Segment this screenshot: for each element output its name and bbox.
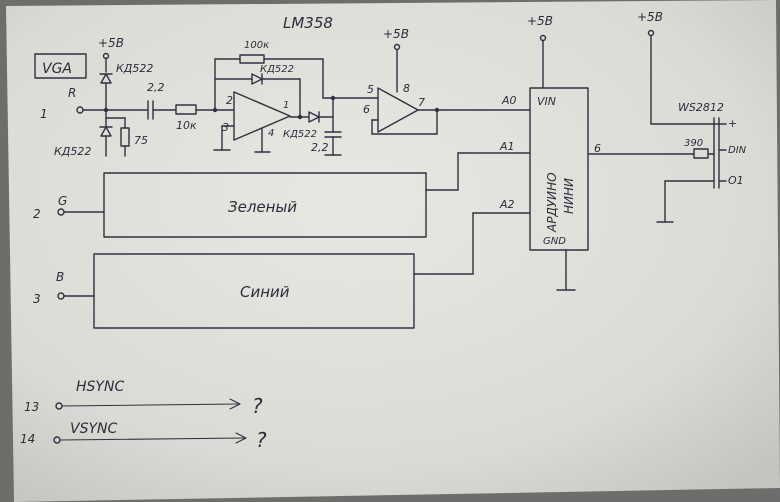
arduino-vin: VIN — [537, 95, 556, 108]
supply-label-1: +5B — [98, 36, 124, 50]
arduino-a2: A2 — [499, 198, 515, 211]
arduino-pin6: 6 — [594, 142, 601, 155]
opamp-2-pin6: 6 — [363, 103, 370, 116]
vsync-arrow-line — [59, 437, 245, 441]
opamp-2-pin8: 8 — [403, 82, 410, 95]
pin-number-hsync: 13 — [24, 400, 39, 414]
supply-label-2: +5B — [383, 27, 409, 41]
resistor-100k-label: 100к — [244, 40, 269, 51]
opamp-1-pin2: 2 — [226, 94, 233, 107]
pin-letter-r: R — [68, 86, 76, 100]
cap-in-label: 2,2 — [147, 81, 165, 94]
resistor-75-label: 75 — [134, 134, 148, 147]
diode-output-label: КД522 — [283, 129, 317, 140]
blue-channel-block — [93, 253, 415, 329]
hsync-question: ? — [252, 394, 263, 418]
junction — [434, 107, 440, 113]
hsync-arrow-line — [61, 403, 239, 407]
opamp-1-pin1: 1 — [283, 100, 289, 111]
vga-label-box — [34, 53, 87, 79]
green-channel-label: Зеленый — [228, 198, 297, 216]
cap-out-label: 2,2 — [311, 141, 329, 154]
diode-output — [308, 111, 320, 123]
supply-label-4: +5B — [637, 10, 663, 24]
paper-sheet — [6, 0, 780, 502]
opamp-1-pin3: 3 — [222, 121, 229, 134]
vsync-arrow-head — [235, 432, 247, 444]
arduino-gnd: GND — [543, 236, 566, 247]
arduino-a1: A1 — [499, 140, 515, 153]
opamp-2-pin5: 5 — [367, 83, 374, 96]
hsync-label: HSYNC — [76, 379, 124, 395]
opamp-2 — [377, 87, 419, 133]
green-channel-block — [103, 172, 427, 238]
ws2812-gnd: O1 — [728, 174, 744, 187]
opamp-1-pin4: 4 — [268, 128, 274, 139]
resistor-10k-label: 10к — [176, 119, 197, 132]
ws2812-din: DIN — [728, 145, 747, 156]
junction — [297, 114, 303, 120]
diode-bottom-label: КД522 — [54, 145, 91, 158]
opamp-title: LM358 — [283, 14, 333, 32]
vsync-label: VSYNC — [70, 421, 117, 437]
diode-top-label: КД522 — [116, 62, 153, 75]
arduino-block — [529, 87, 589, 251]
pin-number-b: 3 — [33, 292, 41, 306]
pin-letter-b: B — [56, 270, 64, 284]
arduino-name-line1: АРДУИНО — [545, 172, 559, 233]
vsync-question: ? — [256, 428, 267, 452]
junction — [330, 95, 336, 101]
arduino-a0: A0 — [501, 94, 517, 107]
diode-feedback-label: КД522 — [260, 64, 294, 75]
pin-number-g: 2 — [33, 207, 41, 221]
vga-label: VGA — [42, 61, 72, 77]
opamp-2-pin7: 7 — [418, 96, 425, 109]
diode-feedback — [251, 73, 263, 85]
pin-letter-g: G — [58, 194, 67, 208]
supply-label-3: +5B — [527, 14, 553, 28]
pin-number-vsync: 14 — [20, 432, 35, 446]
hsync-arrow-head — [229, 398, 241, 410]
arduino-name-line2: НИНИ — [562, 178, 576, 214]
blue-channel-label: Синий — [240, 283, 290, 301]
ws2812-plus: + — [728, 117, 737, 130]
pin-number-r: 1 — [40, 107, 48, 121]
resistor-390-label: 390 — [684, 138, 703, 149]
ws2812-name: WS2812 — [678, 101, 724, 114]
